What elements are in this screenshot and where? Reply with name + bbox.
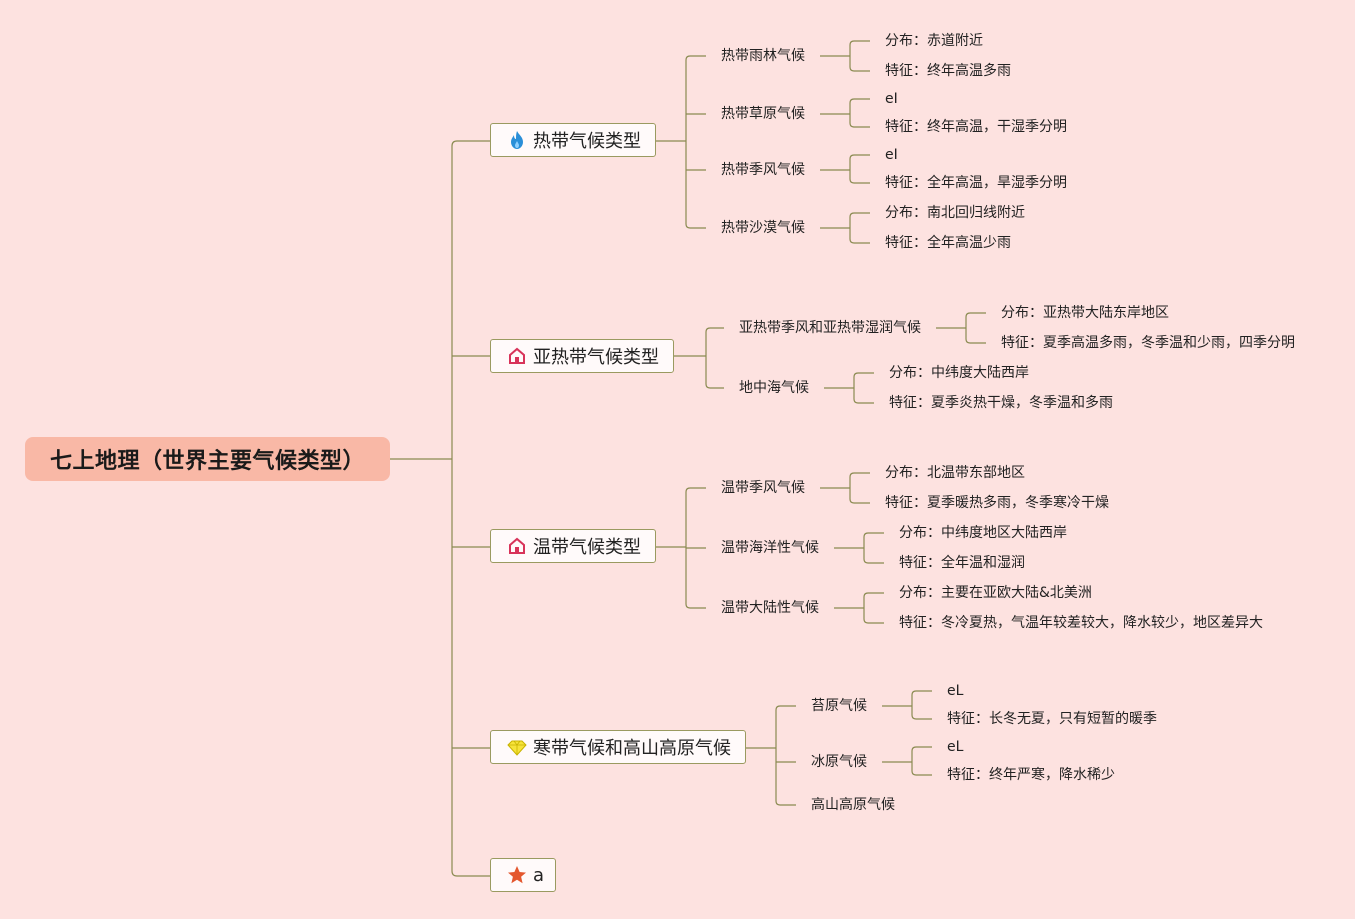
connector (853, 398, 874, 404)
topic-subtropical-label: 亚热带气候类型 (533, 347, 659, 368)
connector (849, 66, 870, 72)
topic-subtropical[interactable]: 亚热带气候类型 (490, 339, 674, 373)
connector (685, 603, 706, 609)
leaf-item[interactable]: 分布：中纬度大陆西岸 (889, 365, 1029, 381)
connector (849, 212, 870, 218)
connector (705, 327, 724, 333)
leaf-item[interactable]: 特征：全年高温少雨 (885, 235, 1011, 251)
star-icon (507, 865, 527, 885)
leaf-item[interactable]: 分布：亚热带大陆东岸地区 (1001, 305, 1169, 321)
root-title: 七上地理（世界主要气候类型） (49, 449, 365, 474)
leaf-item[interactable]: 特征：全年温和湿润 (899, 555, 1025, 571)
leaf-item[interactable]: 特征：全年高温，旱湿季分明 (885, 175, 1067, 191)
connector (853, 372, 874, 378)
leaf-item[interactable]: 分布：南北回归线附近 (885, 205, 1025, 221)
connector (849, 154, 870, 160)
connector (849, 178, 870, 184)
house-icon (507, 346, 527, 366)
connector (685, 487, 706, 493)
subtopic-temperate-continental[interactable]: 温带大陆性气候 (721, 600, 819, 616)
connector (863, 558, 884, 564)
connector (849, 122, 870, 128)
subtopic-temperate-monsoon[interactable]: 温带季风气候 (721, 480, 805, 496)
topic-other[interactable]: a (490, 858, 556, 892)
house-icon (507, 536, 527, 556)
subtopic-subtropical-monsoon-humid[interactable]: 亚热带季风和亚热带湿润气候 (739, 320, 921, 336)
leaf-item[interactable]: 特征：夏季高温多雨，冬季温和少雨，四季分明 (1001, 335, 1295, 351)
leaf-item[interactable]: 特征：夏季暖热多雨，冬季寒冷干燥 (885, 495, 1109, 511)
diamond-icon (507, 737, 527, 757)
topic-other-label: a (533, 864, 545, 886)
connector (685, 223, 706, 229)
leaf-item[interactable]: 特征：终年高温多雨 (885, 63, 1011, 79)
subtopic-tundra[interactable]: 苔原气候 (811, 698, 867, 714)
topic-tropical-label: 热带气候类型 (533, 131, 641, 152)
topic-temperate-label: 温带气候类型 (533, 537, 641, 558)
connector (451, 870, 490, 877)
root-topic[interactable]: 七上地理（世界主要气候类型） (25, 437, 390, 481)
leaf-item[interactable]: 分布：赤道附近 (885, 33, 983, 49)
connector (849, 472, 870, 478)
leaf-item[interactable]: 特征：夏季炎热干燥，冬季温和多雨 (889, 395, 1113, 411)
topic-tropical[interactable]: 热带气候类型 (490, 123, 656, 157)
connector (849, 498, 870, 504)
connector (965, 338, 986, 344)
connector (451, 140, 490, 147)
subtopic-mediterranean[interactable]: 地中海气候 (739, 380, 809, 396)
connector (849, 238, 870, 244)
leaf-item[interactable]: 分布：中纬度地区大陆西岸 (899, 525, 1067, 541)
connector (775, 705, 796, 711)
connector (911, 770, 932, 776)
subtopic-tropical-savanna[interactable]: 热带草原气候 (721, 106, 805, 122)
subtopic-highland[interactable]: 高山高原气候 (811, 797, 895, 813)
leaf-item[interactable]: 特征：冬冷夏热，气温年较差较大，降水较少，地区差异大 (899, 615, 1263, 631)
leaf-item[interactable]: eI (885, 147, 898, 163)
connector (775, 800, 796, 806)
leaf-item[interactable]: 特征：终年严寒，降水稀少 (947, 767, 1115, 783)
leaf-item[interactable]: 特征：终年高温，干湿季分明 (885, 119, 1067, 135)
connector (685, 55, 706, 61)
connector (863, 618, 884, 624)
connector (911, 714, 932, 720)
connector (911, 690, 932, 696)
leaf-item[interactable]: 分布：主要在亚欧大陆&北美洲 (899, 585, 1092, 601)
connector (965, 312, 986, 318)
connector (705, 383, 724, 389)
topic-cold-label: 寒带气候和高山高原气候 (533, 738, 731, 759)
topic-cold[interactable]: 寒带气候和高山高原气候 (490, 730, 746, 764)
leaf-item[interactable]: 分布：北温带东部地区 (885, 465, 1025, 481)
topic-temperate[interactable]: 温带气候类型 (490, 529, 656, 563)
leaf-item[interactable]: 特征：长冬无夏，只有短暂的暖季 (947, 711, 1157, 727)
subtopic-tropical-rainforest[interactable]: 热带雨林气候 (721, 48, 805, 64)
leaf-item[interactable]: eL (947, 683, 964, 699)
connector (849, 98, 870, 104)
fire-icon (507, 130, 527, 150)
connector (863, 592, 884, 598)
subtopic-tropical-monsoon[interactable]: 热带季风气候 (721, 162, 805, 178)
leaf-item[interactable]: eL (947, 739, 964, 755)
connector (911, 746, 932, 752)
leaf-item[interactable]: eI (885, 91, 898, 107)
connector (849, 40, 870, 46)
subtopic-tropical-desert[interactable]: 热带沙漠气候 (721, 220, 805, 236)
subtopic-ice-cap[interactable]: 冰原气候 (811, 754, 867, 770)
subtopic-temperate-oceanic[interactable]: 温带海洋性气候 (721, 540, 819, 556)
connector (863, 532, 884, 538)
